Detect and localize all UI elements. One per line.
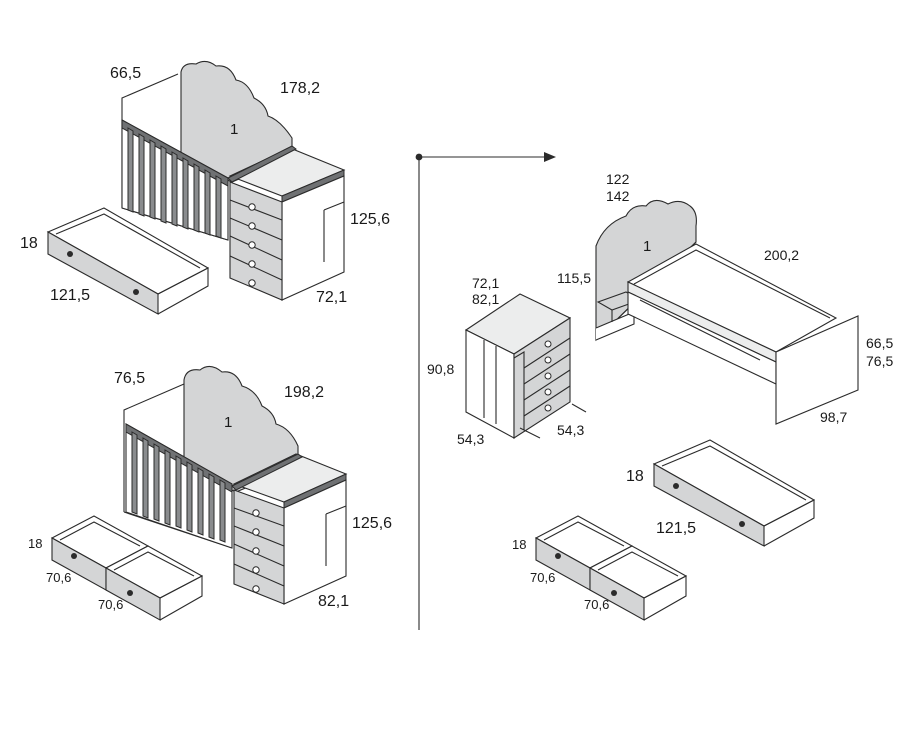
- crib-small-panel-number: 1: [230, 121, 238, 138]
- bed-footboard: [775, 315, 859, 425]
- bed-illustration: [595, 199, 859, 425]
- bed-split-drawer-a: [534, 515, 634, 591]
- crib-large-drawer-b-length: 70,6: [98, 597, 123, 612]
- crib-small-chest-height: 125,6: [350, 211, 390, 228]
- crib-small-drawer-fronts: [229, 199, 283, 287]
- chest-dimensions: 72,1 82,1 90,8 54,3 54,3: [427, 275, 584, 447]
- crib-large-headboard-panel: [183, 365, 299, 493]
- crib-large-chest-width: 82,1: [318, 593, 349, 610]
- crib-large-drawer-b: [104, 545, 204, 621]
- bed-headboard-height-a: 122: [606, 171, 630, 187]
- bed-single-drawer: [652, 439, 816, 547]
- crib-small-headboard-height: 66,5: [110, 65, 141, 82]
- bed-footboard-height-a: 66,5: [866, 335, 893, 351]
- crib-large-panel-number: 1: [224, 414, 232, 431]
- chest-depth-left: 54,3: [457, 431, 484, 447]
- crib-small-headboard-panel: [180, 60, 293, 183]
- chest-depth-right: 54,3: [557, 422, 584, 438]
- chest-height: 90,8: [427, 361, 454, 377]
- chest-drawer-fronts: [523, 337, 571, 417]
- crib-small-slats: [127, 127, 222, 239]
- crib-large-chest-height: 125,6: [352, 515, 392, 532]
- bed-split-drawer-b-length: 70,6: [584, 597, 609, 612]
- bed-length: 200,2: [764, 247, 799, 263]
- bed-footboard-height-b: 76,5: [866, 353, 893, 369]
- chest-width-a: 72,1: [472, 275, 499, 291]
- crib-small-dimensions: 66,5 178,2 1 125,6 72,1 18 121,5: [20, 65, 390, 306]
- crib-small-illustration: [46, 60, 346, 315]
- crib-large-drawer-height: 18: [28, 536, 42, 551]
- bed-dimensions: 122 142 1 200,2 115,5 66,5 76,5 98,7: [557, 171, 893, 425]
- bed-shelf-height: 115,5: [557, 270, 591, 286]
- bed-panel-number: 1: [643, 238, 651, 255]
- crib-small-chest-width: 72,1: [316, 289, 347, 306]
- crib-large-drawer-a-length: 70,6: [46, 570, 71, 585]
- crib-small-drawer-length: 121,5: [50, 287, 90, 304]
- arrow-right-icon: [415, 152, 556, 630]
- crib-large-length: 198,2: [284, 384, 324, 401]
- crib-large-headboard-height: 76,5: [114, 370, 145, 387]
- chest-width-b: 82,1: [472, 291, 499, 307]
- crib-large-illustration: [50, 365, 348, 621]
- bed-split-drawer-b: [588, 545, 688, 621]
- crib-large-dimensions: 76,5 198,2 1 125,6 82,1 18 70,6 70,6: [28, 370, 392, 612]
- crib-large-drawer-fronts: [233, 507, 285, 593]
- crib-large-slats: [131, 431, 226, 543]
- bed-width: 98,7: [820, 409, 847, 425]
- bed-single-drawer-length: 121,5: [656, 520, 696, 537]
- crib-small-drawer-height: 18: [20, 235, 38, 252]
- crib-small-underbed-drawer: [46, 207, 210, 315]
- chest-illustration: [464, 293, 587, 440]
- bed-single-drawer-height: 18: [626, 468, 644, 485]
- bed-drawer-dimensions: 18 121,5 18 70,6 70,6: [512, 468, 696, 612]
- bed-split-drawer-height: 18: [512, 537, 526, 552]
- crib-small-length: 178,2: [280, 80, 320, 97]
- bed-headboard-height-b: 142: [606, 188, 630, 204]
- bed-split-drawer-a-length: 70,6: [530, 570, 555, 585]
